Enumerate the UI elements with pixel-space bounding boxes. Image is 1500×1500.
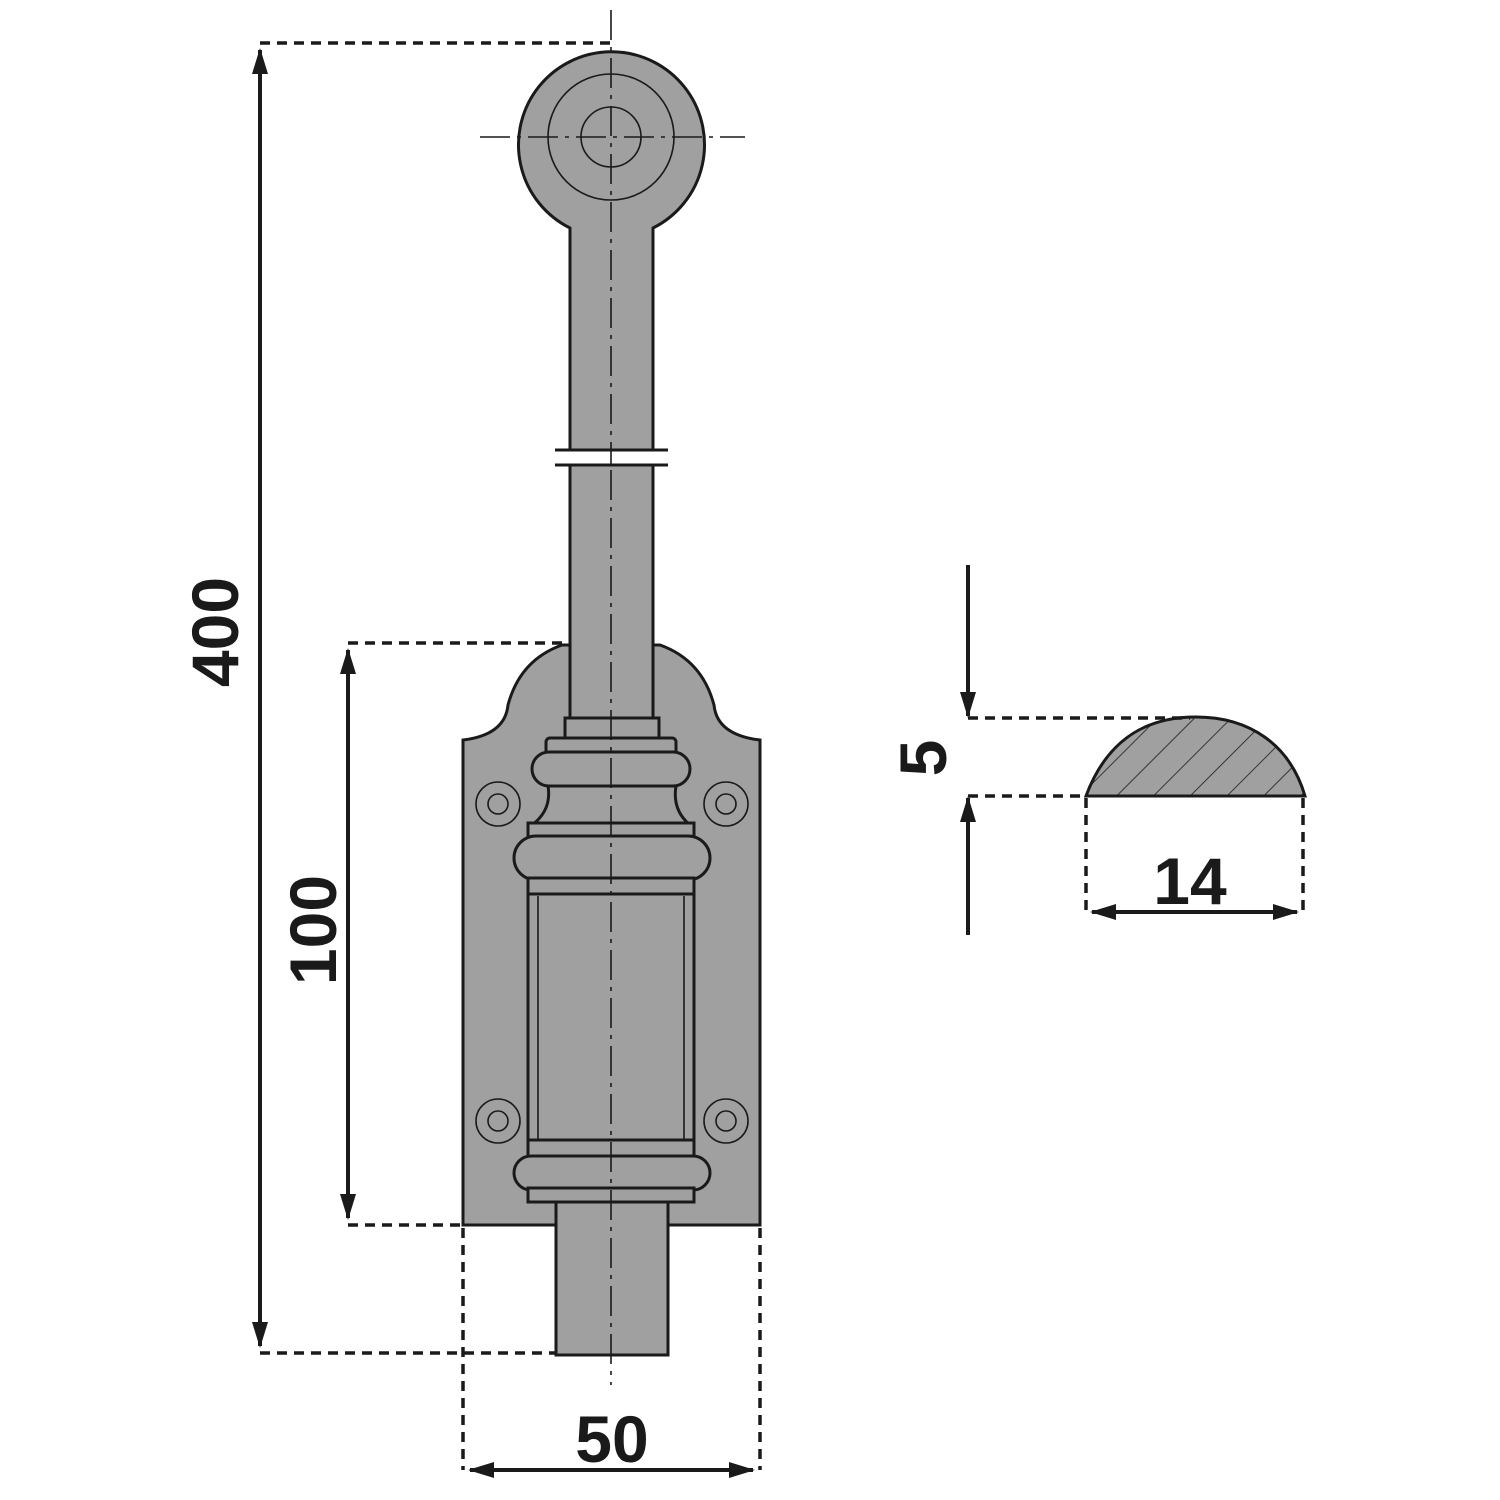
- dimension-label-50: 50: [575, 1402, 648, 1476]
- bolt-cross-section: [1083, 715, 1308, 798]
- dimension-plate-length: 100: [276, 641, 562, 1227]
- bolt-rod-tip: [554, 1198, 670, 1357]
- dimension-plate-width: 50: [461, 1228, 762, 1478]
- dimension-label-400: 400: [178, 577, 252, 687]
- dimension-label-100: 100: [276, 875, 350, 985]
- screw-hole-bottom-right: [703, 1098, 749, 1144]
- dimension-overall-length: 400: [178, 41, 610, 1355]
- dimension-section-width: 14: [1084, 798, 1305, 920]
- dimension-section-height: 5: [886, 565, 1190, 935]
- dimension-label-14: 14: [1153, 844, 1227, 918]
- bolt-barrel-guide: [512, 470, 712, 1385]
- bolt-handle: [480, 10, 745, 470]
- barrel-bolt: [461, 10, 762, 1385]
- screw-hole-top-left: [475, 781, 521, 827]
- dimension-label-5: 5: [886, 740, 960, 777]
- screw-hole-top-right: [703, 781, 749, 827]
- screw-hole-bottom-left: [475, 1098, 521, 1144]
